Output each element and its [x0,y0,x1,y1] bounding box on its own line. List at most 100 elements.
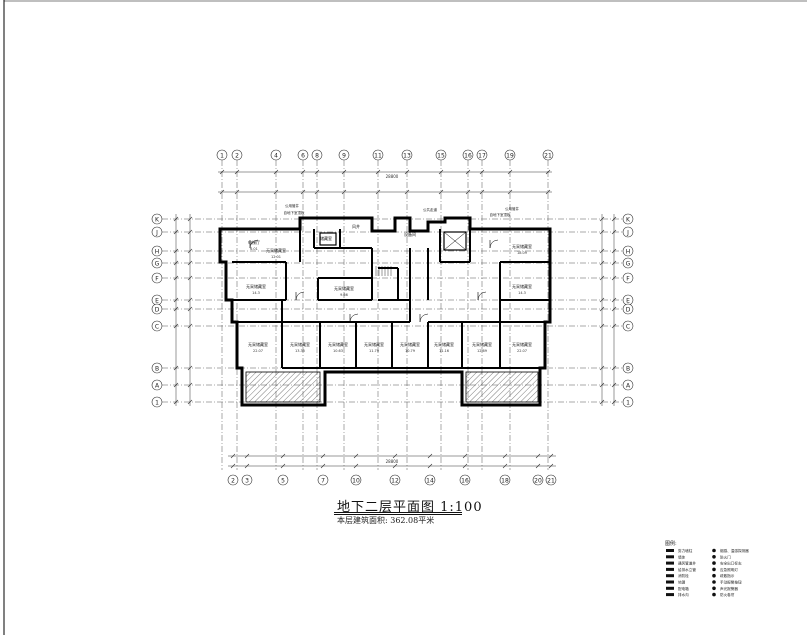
axis-bubble-top [216,149,228,161]
dim-tick [438,169,444,175]
room-label: 无采储藏室 [248,341,268,347]
dim-tick [611,260,617,266]
room-label: 无采储藏室 [328,341,348,347]
dim-tick [611,306,617,312]
dim-tick [375,169,381,175]
room-area: 22.07 [253,349,263,353]
room-area: 10.63 [333,349,343,353]
legend-item-left: 通风管道井 [678,561,696,566]
dim-tick [611,399,617,405]
axis-label-top: 8 [315,153,319,160]
room-label: 无采储藏室 [334,285,354,291]
dim-tick [599,365,605,371]
room-label: 无采储藏室 [400,341,420,347]
legend-symbol [712,567,716,572]
room-labels: 电梯厅6.01设备间风井储藏室无采储藏室14.3无采储藏室9.66无采储藏室14… [246,203,532,353]
dim-tick [219,169,225,175]
axis-bubble-top [311,149,323,161]
dim-tick [611,229,617,235]
axis-bubble-left [151,320,163,332]
legend-item-left: 配电箱 [678,586,689,591]
dim-tick [187,323,193,329]
dim-tick [273,189,279,195]
axis-label-top: 1 [220,153,224,160]
axis-label-top: 17 [478,153,486,160]
legend-symbol [712,592,716,597]
dim-tick [230,463,236,469]
dim-tick [392,453,398,459]
legend-symbol [712,586,716,591]
dim-tick [611,323,617,329]
door-swing [349,313,359,323]
room-label: 储藏室 [320,235,332,241]
legend-item-left: 墙体 [678,554,686,559]
room-label: 无采储藏室 [364,341,384,347]
axis-bubble-right [622,303,634,315]
dim-tick [599,275,605,281]
axis-label-top: 19 [506,153,514,160]
legend-symbol [712,580,716,584]
floor-area-note: 本层建筑面积: 362.08平米 [337,516,435,525]
legend-symbol [712,548,716,553]
dim-tick [173,248,179,254]
axis-label-left: A [155,382,160,389]
dim-tick [353,453,359,459]
legend-item-right: 防火卷帘 [720,592,735,597]
legend-item-left: 地漏 [678,580,686,585]
dim-tick [611,382,617,388]
dim-tick [187,399,193,405]
axis-label-right: B [626,365,630,372]
dim-tick [187,248,193,254]
legend-swatch [666,580,674,584]
dim-tick [611,297,617,303]
dim-total-bottom: 28800 [386,459,399,464]
axis-bubble-left [151,303,163,315]
dim-tick [599,297,605,303]
axis-bubble-left [151,245,163,257]
axis-bubble-right [622,245,634,257]
dim-tick [611,275,617,281]
dim-tick [187,306,193,312]
dim-tick [462,463,468,469]
dim-tick [545,189,551,195]
axis-label-bottom: 3 [245,478,249,485]
axis-label-top: 6 [301,153,305,160]
axis-bubble-top [435,149,447,161]
axis-bubble-bottom [317,474,329,486]
legend-item-right: 防火门 [720,554,731,559]
dim-tick [173,260,179,266]
dim-tick [502,453,508,459]
legend-swatch [666,561,674,565]
dim-tick [611,365,617,371]
dim-tick [465,189,471,195]
dim-tick [280,453,286,459]
dim-tick [173,323,179,329]
dim-tick [173,275,179,281]
axis-label-left: G [155,260,160,267]
axis-bubble-top [270,149,282,161]
axis-label-bottom: 16 [461,478,469,485]
dim-tick [404,169,410,175]
room-label: 设备间 [404,231,416,237]
dim-tick [535,453,541,459]
legend-item-right: 声光报警器 [720,586,738,591]
axis-bubble-top [372,149,384,161]
axis-bubble-top [231,149,243,161]
dim-tick [230,453,236,459]
axis-label-left: H [155,248,160,255]
dim-tick [548,463,554,469]
axis-bubble-bottom [241,474,253,486]
dim-tick [479,189,485,195]
dim-tick [462,453,468,459]
dim-tick [314,169,320,175]
dim-tick [187,275,193,281]
axis-label-top: 2 [235,153,239,160]
room-label: 无采储藏室 [266,247,286,253]
room-area: 12.01 [271,255,281,259]
note-top_left_1: 公用管井 [285,203,299,208]
axis-label-top: 16 [464,153,472,160]
axis-bubble-left [151,379,163,391]
axis-bubble-bottom [459,474,471,486]
dim-tick [465,169,471,175]
legend-swatch [666,586,674,590]
